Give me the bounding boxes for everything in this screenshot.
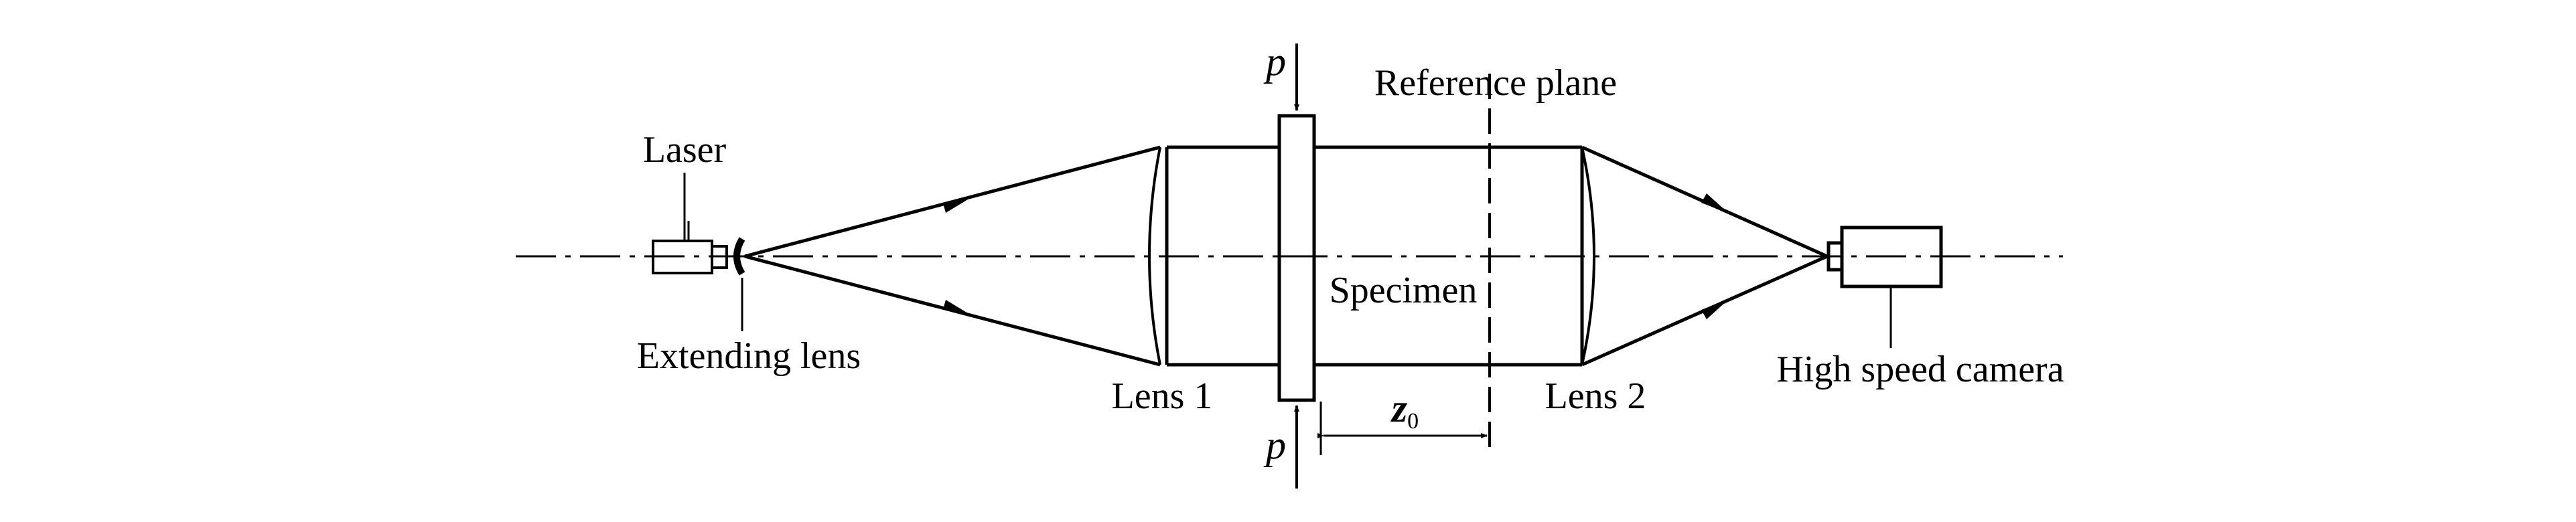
lens-2-label: Lens 2 [1545, 375, 1646, 417]
laser [652, 221, 728, 274]
beam-arrow [943, 197, 971, 213]
extending-lens-label: Extending lens [637, 335, 861, 377]
collimated-beam [1167, 145, 1582, 367]
high-speed-camera [1827, 226, 1943, 348]
specimen-plate [1277, 114, 1316, 402]
laser-label: Laser [643, 129, 727, 171]
lens-2 [1580, 147, 1595, 365]
beam-arrow [943, 300, 971, 315]
distance-z0-label: z0 [1390, 386, 1419, 434]
camera-label: High speed camera [1776, 349, 2064, 390]
distance-z0-dimension [1317, 402, 1488, 455]
lens-1 [1148, 147, 1169, 365]
diverging-beam [744, 145, 1161, 367]
extending-lens [733, 237, 745, 331]
specimen-label: Specimen [1330, 270, 1478, 311]
lens-1-label: Lens 1 [1112, 375, 1213, 417]
converging-beam [1581, 145, 1829, 367]
beam-arrow [1701, 300, 1728, 319]
load-label-top: p [1263, 39, 1286, 84]
load-label-bottom: p [1263, 423, 1286, 467]
reference-plane-label: Reference plane [1374, 62, 1617, 104]
beam-arrow [1701, 193, 1728, 213]
